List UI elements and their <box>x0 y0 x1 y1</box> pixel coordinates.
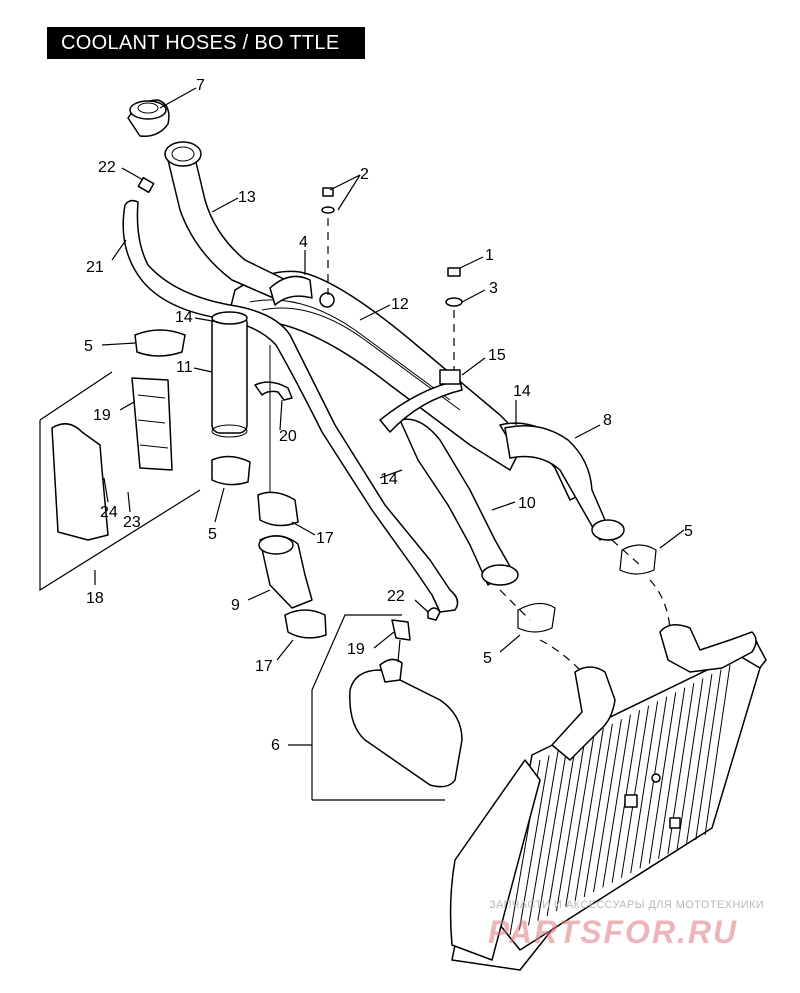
hose-9 <box>257 491 327 639</box>
radiator-fin <box>537 746 568 921</box>
radiator-fin <box>555 737 586 912</box>
title-bar: COOLANT HOSES / BO TTLE <box>47 27 365 59</box>
clamps <box>269 275 463 433</box>
radiator-fin <box>658 687 686 859</box>
radiator-fin <box>602 714 631 888</box>
guide-lines <box>499 539 671 671</box>
callout-17: 17 <box>255 658 273 675</box>
radiator-fin <box>648 692 677 864</box>
radiator-fin <box>565 732 595 907</box>
radiator-fin <box>546 741 577 917</box>
callout-2: 2 <box>360 166 369 183</box>
heat-shield <box>39 371 201 592</box>
callout-12: 12 <box>391 296 409 313</box>
callouts: 7 2 22 13 4 1 3 21 12 14 5 15 11 14 19 8… <box>84 77 693 754</box>
callout-1: 1 <box>485 247 494 264</box>
callout-21: 21 <box>86 259 104 276</box>
callout-10: 10 <box>518 495 536 512</box>
radiator <box>449 624 767 971</box>
hose-10 <box>399 418 519 586</box>
coolant-bottle <box>311 607 463 801</box>
callout-18: 18 <box>86 590 104 607</box>
callout-19: 19 <box>93 407 111 424</box>
tube-11 <box>134 311 251 486</box>
radiator-fin <box>685 673 713 845</box>
watermark-logo: PARTSFOR.RU <box>488 914 739 950</box>
callout-6: 6 <box>271 737 280 754</box>
radiator-fin <box>620 705 650 878</box>
callout-22: 22 <box>387 588 405 605</box>
bolts <box>321 187 463 370</box>
callout-13: 13 <box>238 189 256 206</box>
callout-5: 5 <box>684 523 693 540</box>
callout-5: 5 <box>208 526 217 543</box>
callout-14: 14 <box>513 383 531 400</box>
callout-14: 14 <box>380 471 398 488</box>
hose-13 <box>164 141 291 301</box>
radiator-fin <box>518 755 550 931</box>
radiator-fin <box>574 728 604 902</box>
radiator-fin <box>639 696 668 869</box>
callout-5: 5 <box>84 338 93 355</box>
callout-14: 14 <box>175 309 193 326</box>
callout-9: 9 <box>231 597 240 614</box>
callout-24: 24 <box>100 504 118 521</box>
radiator-fin <box>695 669 722 840</box>
callout-8: 8 <box>603 412 612 429</box>
callout-7: 7 <box>196 77 205 94</box>
callout-15: 15 <box>488 347 506 364</box>
radiator-fin <box>704 664 731 836</box>
bracket-20 <box>254 345 293 520</box>
callout-3: 3 <box>489 280 498 297</box>
callout-20: 20 <box>279 428 297 445</box>
callout-19: 19 <box>347 641 365 658</box>
callout-17: 17 <box>316 530 334 547</box>
radiator-fin <box>528 750 559 926</box>
callout-23: 23 <box>123 514 141 531</box>
callout-4: 4 <box>299 234 308 251</box>
hose-8 <box>504 425 625 541</box>
callout-22: 22 <box>98 159 116 176</box>
watermark-text: ЗАПЧАСТИ И АКСЕССУАРЫ ДЛЯ МОТОТЕХНИКИ <box>489 899 765 911</box>
callout-5: 5 <box>483 650 492 667</box>
callout-11: 11 <box>176 359 193 376</box>
radiator-fin <box>630 701 659 874</box>
radiator-fin <box>593 719 622 893</box>
radiator-fin <box>676 678 704 850</box>
radiator-fin <box>583 723 613 897</box>
radiator-cap <box>127 99 170 137</box>
overflow-hose-21 <box>122 176 459 613</box>
page-title: COOLANT HOSES / BO TTLE <box>61 32 340 54</box>
leader-lines <box>94 87 685 746</box>
